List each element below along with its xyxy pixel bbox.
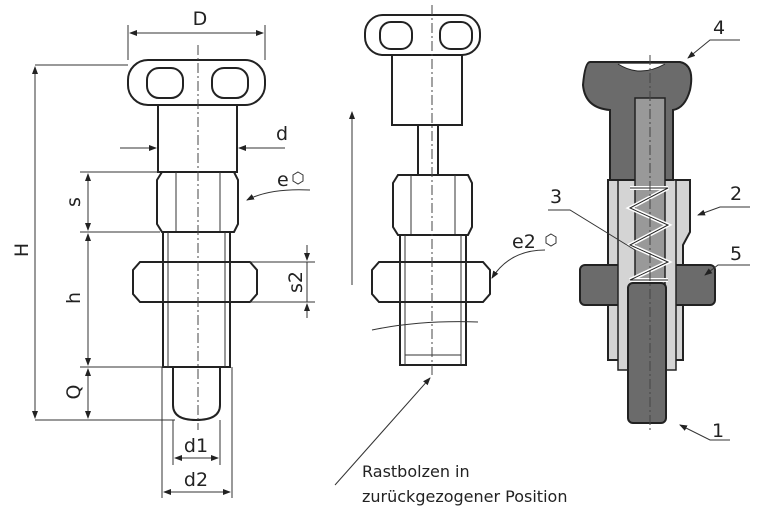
retracted-view xyxy=(334,5,557,486)
dimension-lines xyxy=(32,25,315,498)
label-s: s xyxy=(63,197,85,207)
label-e2: e2 xyxy=(512,231,536,253)
front-view xyxy=(127,45,266,430)
label-h: h xyxy=(63,292,85,304)
caption-line1: Rastbolzen in xyxy=(362,462,470,481)
hexagon-icon xyxy=(545,233,557,247)
label-Q: Q xyxy=(63,385,85,400)
caption-line2: zurückgezogener Position xyxy=(362,487,567,506)
label-e: e xyxy=(277,169,289,191)
part-4: 4 xyxy=(713,17,725,39)
label-H: H xyxy=(11,243,33,257)
label-d: d xyxy=(276,123,288,145)
label-D: D xyxy=(193,8,208,30)
label-d2: d2 xyxy=(184,469,208,491)
part-5: 5 xyxy=(730,243,742,265)
section-view xyxy=(548,39,750,441)
part-3: 3 xyxy=(550,186,562,208)
hexagon-icon xyxy=(292,171,304,185)
part-1: 1 xyxy=(712,420,724,442)
part-2: 2 xyxy=(730,183,742,205)
label-d1: d1 xyxy=(184,435,208,457)
label-s2: s2 xyxy=(285,271,307,293)
labels: D d e H s h Q s2 d1 d2 e2 Rastbolzen in … xyxy=(11,8,742,506)
